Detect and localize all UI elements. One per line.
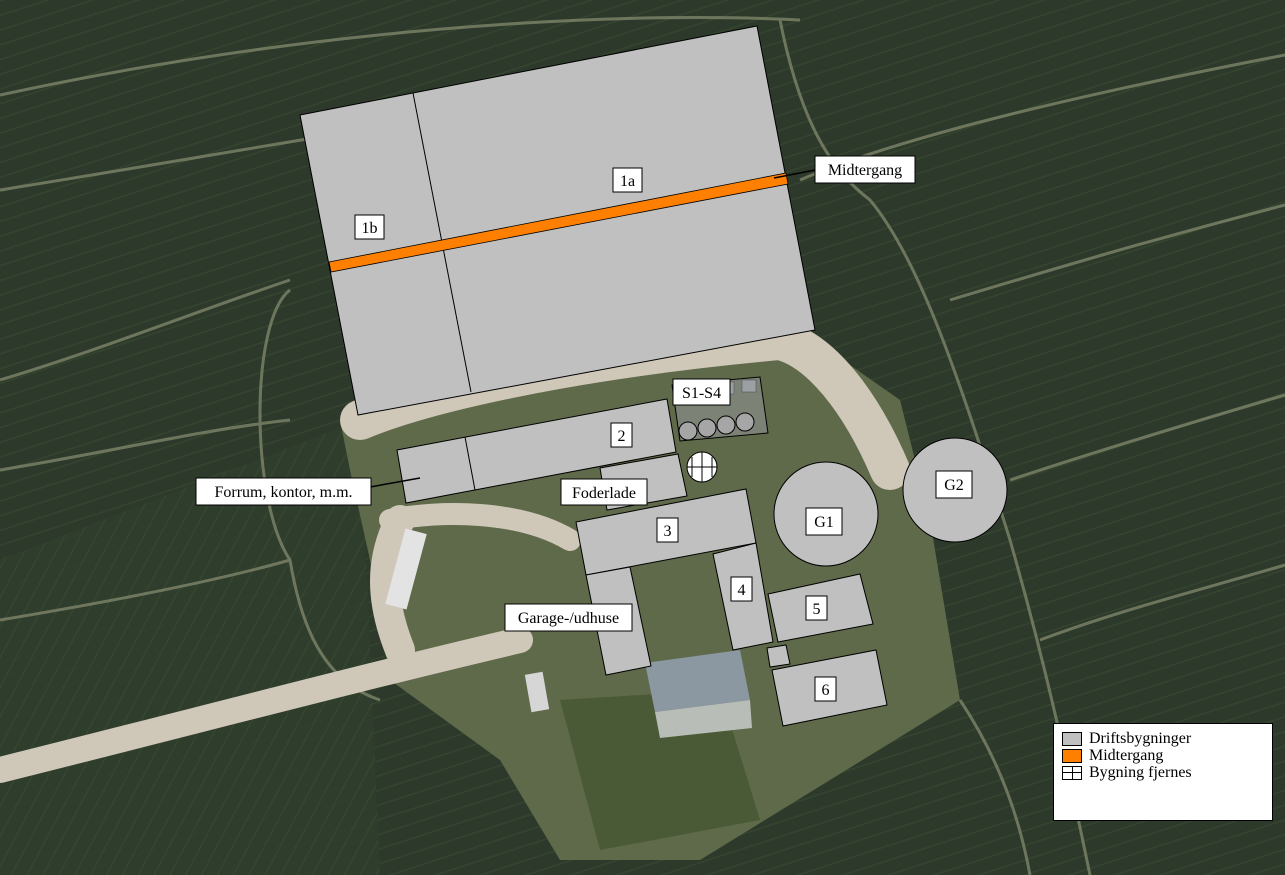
- label-5: 5: [805, 595, 828, 621]
- label-midtergang: Midtergang: [814, 155, 916, 184]
- building-2: [396, 398, 677, 504]
- legend-item-driftsbygninger: Driftsbygninger: [1062, 730, 1264, 747]
- legend-label: Driftsbygninger: [1089, 730, 1192, 747]
- legend-item-midtergang: Midtergang: [1062, 747, 1264, 764]
- label-3-text: 3: [664, 523, 672, 540]
- label-s1-s4: S1-S4: [672, 378, 731, 406]
- label-4: 4: [730, 576, 753, 602]
- label-foderlade-text: Foderlade: [572, 485, 636, 502]
- label-g1-text: G1: [814, 514, 834, 531]
- leader-forrum: [369, 477, 421, 488]
- building-2-divider: [464, 436, 476, 491]
- label-forrum-text: Forrum, kontor, m.m.: [214, 484, 352, 501]
- label-6: 6: [814, 676, 837, 702]
- building-1: [299, 25, 816, 416]
- legend-swatch-orange: [1062, 748, 1082, 763]
- label-3: 3: [656, 517, 679, 543]
- label-2: 2: [610, 422, 633, 448]
- label-garage: Garage-/udhuse: [504, 603, 633, 632]
- label-1a-text: 1a: [620, 173, 635, 190]
- label-2-text: 2: [618, 428, 626, 445]
- parked-caravan: [524, 671, 550, 713]
- legend-item-bygning-fjernes: Bygning fjernes: [1062, 764, 1264, 781]
- parked-trailer: [385, 528, 427, 610]
- legend-swatch-grid: [1062, 765, 1082, 780]
- label-g1: G1: [805, 507, 843, 536]
- label-5-text: 5: [813, 601, 821, 618]
- label-6-text: 6: [822, 682, 830, 699]
- midtergang-strip: [328, 172, 789, 273]
- label-1b: 1b: [354, 214, 385, 240]
- farmhouse-wall: [655, 700, 752, 738]
- label-g2-text: G2: [944, 477, 964, 494]
- label-s1-s4-text: S1-S4: [682, 385, 721, 402]
- label-g2: G2: [935, 470, 973, 499]
- legend-label: Midtergang: [1089, 747, 1164, 764]
- tractor-tracks: [0, 16, 1285, 875]
- legend-swatch-grey: [1062, 731, 1082, 746]
- field-southwest: [0, 420, 380, 875]
- farmhouse-roof: [645, 650, 750, 712]
- label-1b-text: 1b: [362, 220, 378, 237]
- building-6-annex: [766, 644, 791, 668]
- label-1a: 1a: [612, 167, 643, 193]
- legend-label: Bygning fjernes: [1089, 764, 1192, 781]
- label-midtergang-text: Midtergang: [828, 162, 902, 179]
- map-legend: Driftsbygninger Midtergang Bygning fjern…: [1053, 723, 1273, 821]
- label-4-text: 4: [738, 582, 746, 599]
- leader-midtergang: [773, 169, 816, 179]
- label-garage-text: Garage-/udhuse: [518, 610, 619, 627]
- label-foderlade: Foderlade: [560, 478, 648, 506]
- label-forrum: Forrum, kontor, m.m.: [195, 477, 372, 506]
